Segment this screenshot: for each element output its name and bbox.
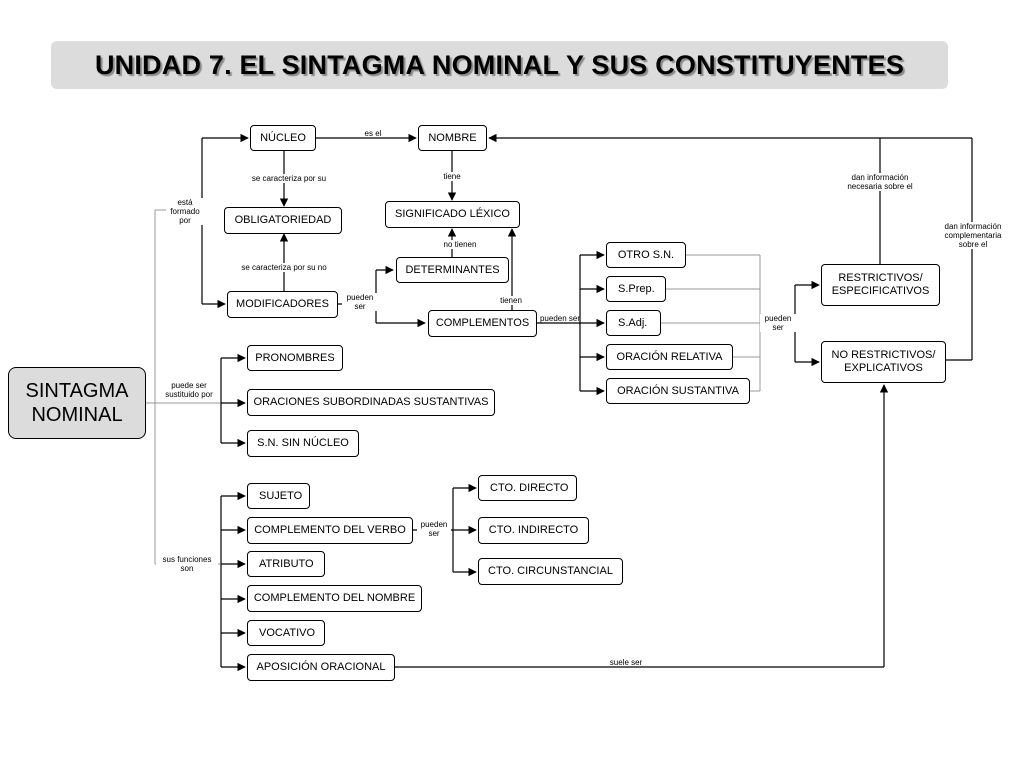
node-complemento-nombre: COMPLEMENTO DEL NOMBRE: [247, 585, 422, 612]
node-vocativo: VOCATIVO: [247, 620, 325, 646]
node-cto-directo: CTO. DIRECTO: [478, 475, 577, 501]
node-sprep: S.Prep.: [606, 276, 666, 302]
label-suele-ser: suele ser: [609, 658, 643, 667]
label-esta-formado-por: está formado por: [166, 198, 204, 225]
node-no-restrictivos: NO RESTRICTIVOS/ EXPLICATIVOS: [821, 341, 946, 383]
label-es-el: es el: [364, 129, 382, 138]
title-bar: UNIDAD 7. EL SINTAGMA NOMINAL Y SUS CONS…: [51, 41, 948, 89]
node-sintagma-nominal: SINTAGMA NOMINAL: [8, 367, 146, 439]
label-puede-ser-sustituido-por: puede ser sustituido por: [160, 381, 218, 399]
node-nombre: NOMBRE: [418, 125, 487, 151]
node-complementos: COMPLEMENTOS: [428, 310, 537, 337]
node-complemento-verbo: COMPLEMENTO DEL VERBO: [247, 517, 413, 544]
node-oracion-relativa: ORACIÓN RELATIVA: [606, 344, 733, 370]
label-no-tienen: no tienen: [437, 240, 483, 249]
label-pueden-ser-verbo: pueden ser: [417, 520, 451, 538]
label-tiene: tiene: [440, 172, 464, 181]
node-otro-sn: OTRO S.N.: [606, 242, 686, 268]
label-dan-informacion-necesaria: dan información necesaria sobre el: [838, 173, 922, 191]
label-se-caracteriza-por-su-no: se caracteriza por su no: [234, 263, 334, 272]
node-modificadores: MODIFICADORES: [227, 291, 338, 318]
node-cto-circunstancial: CTO. CIRCUNSTANCIAL: [478, 558, 623, 585]
label-sus-funciones-son: sus funciones son: [156, 555, 218, 573]
node-oraciones-subordinadas: ORACIONES SUBORDINADAS SUSTANTIVAS: [247, 389, 495, 416]
node-determinantes: DETERMINANTES: [396, 257, 509, 283]
node-pronombres: PRONOMBRES: [247, 345, 343, 371]
node-cto-indirecto: CTO. INDIRECTO: [478, 517, 589, 544]
node-restrictivos: RESTRICTIVOS/ ESPECIFICATIVOS: [821, 264, 940, 306]
label-dan-informacion-complementaria: dan información complementaria sobre el: [937, 222, 1009, 249]
node-aposicion: APOSICIÓN ORACIONAL: [247, 654, 395, 681]
label-tienen: tienen: [496, 296, 526, 305]
node-oracion-sustantiva: ORACIÓN SUSTANTIVA: [606, 378, 750, 404]
node-sadj: S.Adj.: [606, 310, 661, 336]
node-atributo: ATRIBUTO: [247, 551, 325, 577]
label-pueden-ser-modificadores: pueden ser: [342, 293, 378, 311]
node-sujeto: SUJETO: [247, 483, 310, 509]
label-pueden-ser-restrictivos: pueden ser: [760, 314, 796, 332]
node-nucleo: NÚCLEO: [250, 125, 316, 151]
node-sn-sin-nucleo: S.N. SIN NÚCLEO: [247, 430, 359, 457]
label-pueden-ser-complementos: pueden ser: [539, 314, 581, 323]
page-title: UNIDAD 7. EL SINTAGMA NOMINAL Y SUS CONS…: [94, 49, 905, 80]
node-obligatoriedad: OBLIGATORIEDAD: [224, 207, 342, 234]
node-significado-lexico: SIGNIFICADO LÉXICO: [385, 201, 520, 228]
label-se-caracteriza-por-su: se caracteriza por su: [246, 174, 332, 183]
